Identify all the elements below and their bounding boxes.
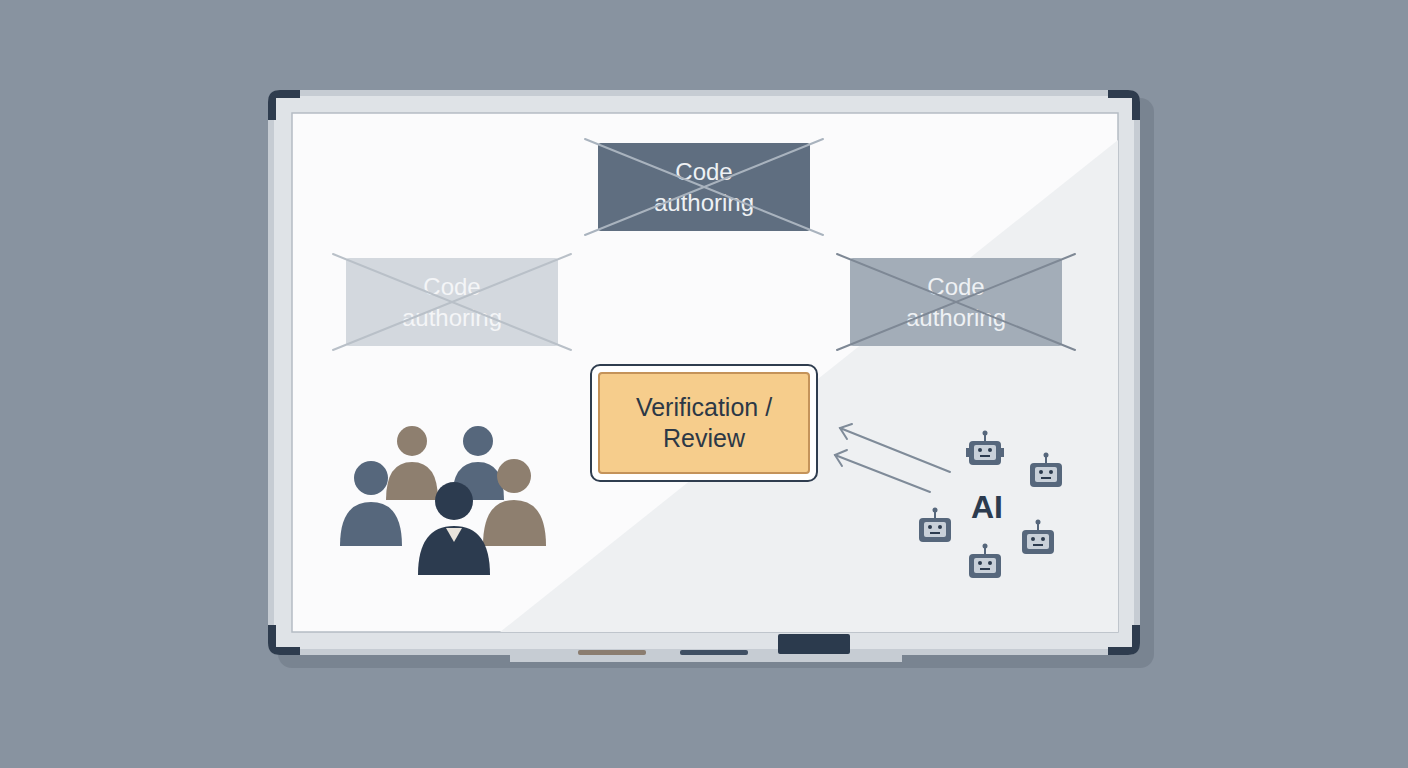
strike-line	[333, 254, 571, 350]
highlight-box: Verification / Review	[590, 364, 818, 482]
struck-box: Code authoring	[346, 258, 558, 346]
robot-icon	[1022, 520, 1054, 555]
marker	[680, 650, 748, 655]
robot-icon	[919, 508, 951, 543]
people-group	[340, 426, 546, 575]
strike-line	[333, 254, 571, 350]
box-label: Verification / Review	[619, 392, 789, 454]
robot-antenna-tip	[933, 508, 938, 513]
robot-ear	[1001, 448, 1004, 457]
marker-tray	[510, 655, 902, 662]
board-shadow	[278, 98, 1154, 668]
struck-box: Code authoring	[598, 143, 810, 231]
person-body	[386, 462, 438, 500]
robot-mouth	[1033, 544, 1043, 546]
board-sheen	[500, 140, 1118, 632]
ai-arrows	[835, 424, 950, 492]
robot-face	[974, 445, 996, 460]
robot-head	[969, 441, 1001, 465]
person-head	[497, 459, 531, 493]
robot-icon	[966, 431, 1004, 466]
strike-line	[837, 254, 1075, 350]
robot-antenna-tip	[983, 431, 988, 436]
arrow-line	[840, 428, 950, 472]
robot-eye	[978, 561, 982, 565]
person-head	[435, 482, 473, 520]
strike-line	[585, 139, 823, 235]
robot-icon	[1030, 453, 1062, 488]
robot-eye	[988, 448, 992, 452]
robot-group	[919, 431, 1062, 579]
robot-antenna-tip	[983, 544, 988, 549]
frame-corner	[268, 90, 300, 120]
robot-face	[974, 558, 996, 573]
eraser	[778, 634, 850, 654]
person-head	[463, 426, 493, 456]
board-frame-inner	[274, 96, 1134, 649]
person-head	[354, 461, 388, 495]
robot-antenna-tip	[1036, 520, 1041, 525]
robot-eye	[1041, 537, 1045, 541]
person-collar	[446, 528, 462, 542]
robot-face	[1027, 534, 1049, 549]
robot-mouth	[1041, 477, 1051, 479]
arrow-head	[835, 450, 847, 466]
robot-icon	[969, 544, 1001, 579]
frame-corner	[268, 625, 300, 655]
robot-mouth	[980, 455, 990, 457]
robot-face	[1035, 467, 1057, 482]
robot-eye	[938, 525, 942, 529]
strike-line	[585, 139, 823, 235]
highlight-fill: Verification / Review	[598, 372, 810, 474]
arrow-line	[835, 455, 930, 492]
robot-eye	[1039, 470, 1043, 474]
box-label: Code authoring	[891, 271, 1021, 333]
robot-antenna-tip	[1044, 453, 1049, 458]
box-label: Code authoring	[387, 271, 517, 333]
person-body	[340, 502, 402, 546]
robot-face	[924, 522, 946, 537]
board-frame	[268, 90, 1140, 655]
robot-head	[969, 554, 1001, 578]
ai-label: AI	[955, 488, 1019, 526]
robot-mouth	[930, 532, 940, 534]
person-body	[418, 526, 490, 575]
robot-eye	[988, 561, 992, 565]
board-surface	[292, 113, 1118, 632]
robot-head	[1022, 530, 1054, 554]
robot-mouth	[980, 568, 990, 570]
robot-eye	[1049, 470, 1053, 474]
struck-box: Code authoring	[850, 258, 1062, 346]
box-label: Code authoring	[639, 156, 769, 218]
marker	[578, 650, 646, 655]
person-body	[483, 500, 546, 546]
robot-eye	[1031, 537, 1035, 541]
robot-ear	[966, 448, 969, 457]
robot-head	[1030, 463, 1062, 487]
strike-line	[837, 254, 1075, 350]
robot-eye	[978, 448, 982, 452]
robot-eye	[928, 525, 932, 529]
frame-corner	[1108, 625, 1140, 655]
person-head	[397, 426, 427, 456]
arrow-head	[840, 424, 852, 439]
robot-head	[919, 518, 951, 542]
frame-corner	[1108, 90, 1140, 120]
